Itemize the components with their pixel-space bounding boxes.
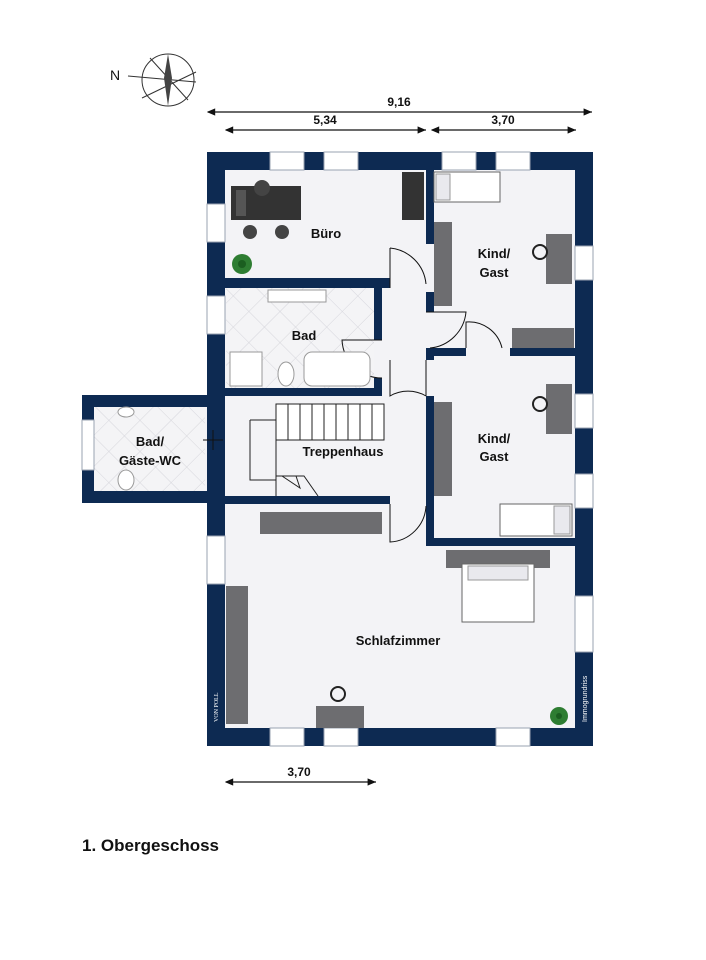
room-label-bad-gaeste-line1: Bad/: [136, 434, 165, 449]
kind-gast-1-furniture: [433, 171, 574, 348]
plant-icon: [550, 707, 568, 725]
dim-right-width: 3,70: [491, 113, 515, 127]
dimension-lines: [206, 108, 592, 786]
logo-text: VON POLL: [214, 692, 220, 722]
dim-total-width: 9,16: [387, 95, 411, 109]
windows: [81, 151, 594, 747]
kind-gast-2-furniture: [434, 384, 573, 537]
room-label-kind-gast-1-line2: Gast: [480, 265, 510, 280]
guest-wc-fixtures: [117, 406, 135, 491]
credit-watermark: Immogrundriss: [582, 675, 589, 722]
office-desk: [231, 172, 424, 239]
staircase: [249, 403, 385, 497]
plant-icon: [232, 254, 252, 274]
bedroom-furniture: [226, 512, 550, 728]
room-label-kind-gast-2-line1: Kind/: [478, 431, 511, 446]
floor-title: 1. Obergeschoss: [82, 836, 220, 855]
logo-watermark: VON POLL: [207, 680, 225, 724]
room-label-treppenhaus: Treppenhaus: [303, 444, 384, 459]
room-label-kind-gast-1-line1: Kind/: [478, 246, 511, 261]
room-label-kind-gast-2-line2: Gast: [480, 449, 510, 464]
room-labels: Büro Kind/ Gast Bad Bad/ Gäste-WC Treppe…: [119, 226, 511, 648]
floor-surfaces: [82, 152, 593, 746]
dim-left-width: 5,34: [313, 113, 337, 127]
bathroom-fixtures: [229, 289, 371, 387]
room-label-buero: Büro: [311, 226, 341, 241]
room-label-bad-gaeste-line2: Gäste-WC: [119, 453, 182, 468]
room-label-bad: Bad: [292, 328, 317, 343]
compass-north-label: N: [110, 67, 120, 83]
compass: N: [110, 53, 197, 107]
dim-bottom-width: 3,70: [287, 765, 311, 779]
room-label-schlafzimmer: Schlafzimmer: [356, 633, 441, 648]
